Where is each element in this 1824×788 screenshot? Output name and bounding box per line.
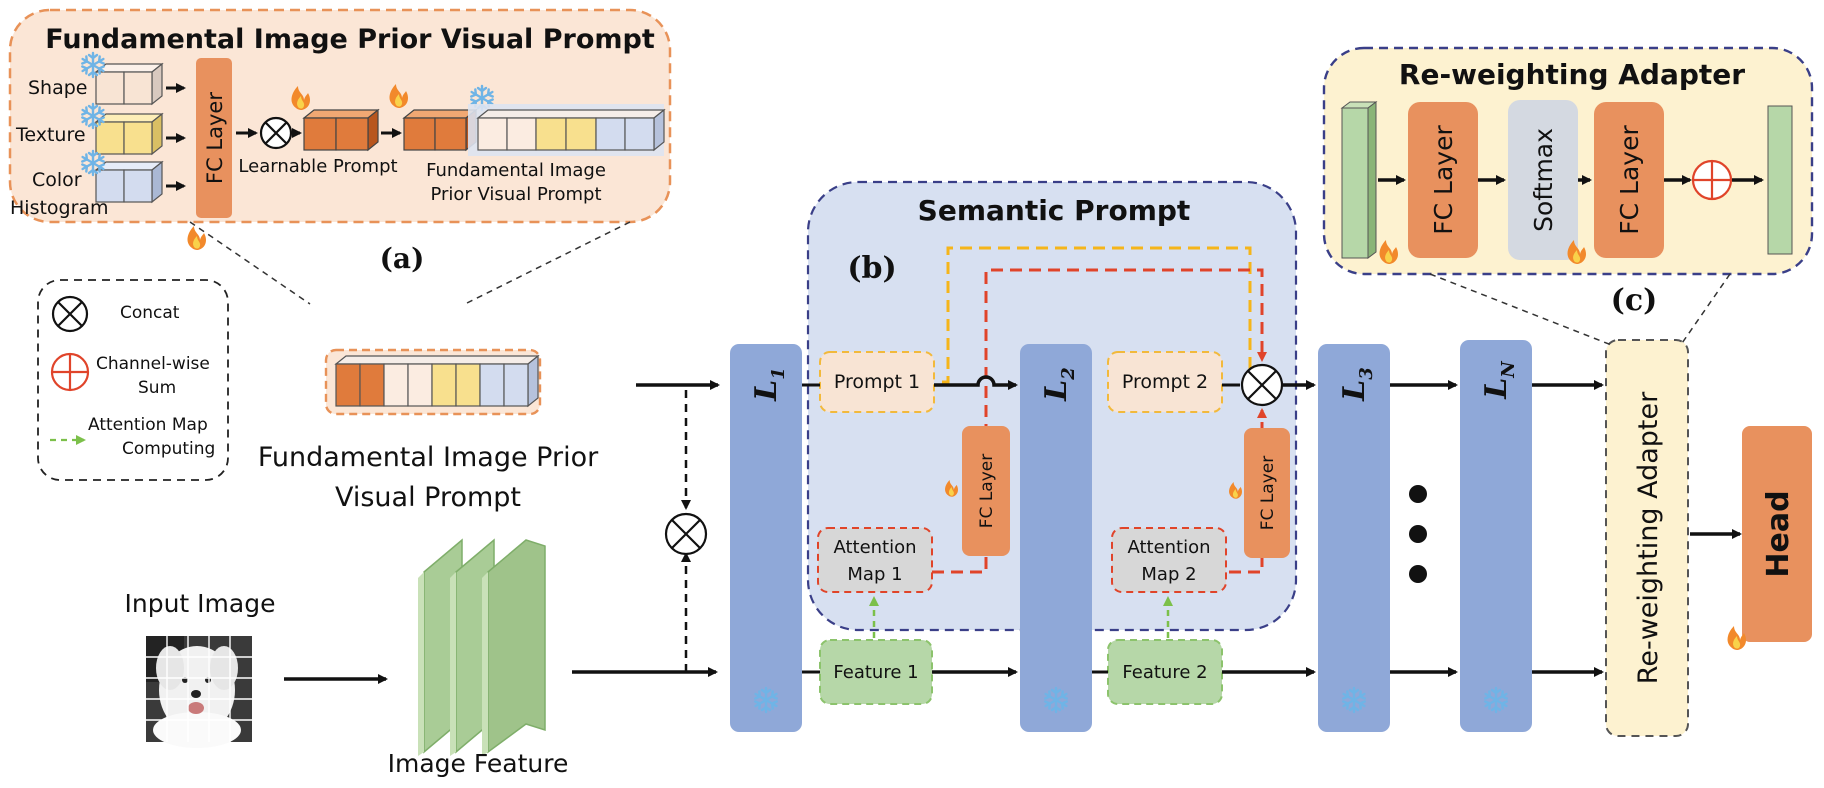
fip-visual-prompt-label-1: Fundamental Image — [426, 160, 606, 181]
learnable-prompt-bar-2 — [402, 108, 478, 152]
panel-b-tag: (b) — [847, 251, 896, 286]
layer-l2-label: L2 — [1039, 367, 1079, 402]
attention-map-2-label-1: Attention — [1127, 537, 1210, 558]
attention-map-1 — [817, 527, 933, 593]
softmax-label: Softmax — [1529, 128, 1558, 232]
layer-l3 — [1318, 344, 1390, 732]
color-histogram-feature-bar — [94, 160, 164, 204]
fc-layer-c2 — [1594, 102, 1664, 258]
reweighting-adapter-label: Re-weighting Adapter — [1633, 391, 1664, 684]
feature-2-label: Feature 2 — [1122, 662, 1207, 683]
fc-layer-c1-label: FC Layer — [1429, 125, 1458, 235]
ellipsis-dot — [1409, 525, 1427, 543]
attention-map-1-label-1: Attention — [833, 537, 916, 558]
learnable-prompt-label: Learnable Prompt — [238, 156, 397, 177]
learnable-prompt-bar — [302, 108, 380, 152]
fc-layer-b1-label: FC Layer — [977, 454, 997, 528]
output-feature-bar-c — [1767, 105, 1793, 255]
svg-text:L2: L2 — [1039, 367, 1079, 402]
svg-text:L1: L1 — [749, 367, 789, 402]
layer-l1 — [730, 344, 802, 732]
layer-l3-label: L3 — [1337, 367, 1377, 402]
attention-map-1-label-2: Map 1 — [847, 564, 902, 585]
fc-layer-b2 — [1244, 428, 1290, 558]
legend-concat-icon — [51, 295, 89, 333]
concat-icon-b — [1240, 363, 1284, 407]
prompt-2-label: Prompt 2 — [1122, 371, 1208, 393]
panel-c-title: Re-weighting Adapter — [1399, 58, 1745, 91]
head-label: Head — [1761, 490, 1796, 577]
channel-sum-icon — [1691, 159, 1733, 201]
legend-box — [37, 279, 229, 481]
fc-layer-a — [196, 58, 232, 218]
input-image-label: Input Image — [125, 589, 276, 618]
input-image — [146, 636, 252, 748]
legend-sum-label-1: Channel-wise — [96, 354, 210, 374]
fip-main-label-2: Visual Prompt — [335, 482, 521, 513]
head-block — [1742, 426, 1812, 642]
texture-feature-bar — [94, 112, 164, 156]
texture-label: Texture — [15, 124, 86, 146]
legend-concat-label: Concat — [120, 303, 180, 323]
ellipsis-dot — [1409, 485, 1427, 503]
legend-attn-label-1: Attention Map — [88, 415, 208, 435]
layer-l1-label: L1 — [749, 367, 789, 402]
layer-ln — [1460, 340, 1532, 732]
fc-layer-c1 — [1408, 102, 1478, 258]
shape-feature-bar — [94, 62, 164, 106]
legend-attn-label-2: Computing — [122, 439, 215, 459]
shape-label: Shape — [28, 77, 88, 99]
image-feature-stack — [418, 538, 546, 756]
prompt-1-label: Prompt 1 — [834, 371, 920, 393]
image-feature-label: Image Feature — [388, 749, 569, 778]
concat-icon-main — [664, 512, 708, 556]
layer-ln-label: LN — [1479, 360, 1519, 400]
ellipsis-dot — [1409, 565, 1427, 583]
histogram-label: Histogram — [10, 197, 109, 219]
panel-c-tag: (c) — [1611, 283, 1658, 318]
color-label: Color — [32, 169, 82, 191]
softmax-block — [1508, 100, 1578, 260]
semantic-prompt-title: Semantic Prompt — [918, 194, 1191, 227]
svg-text:LN: LN — [1479, 360, 1519, 400]
prompt-2-box — [1107, 351, 1223, 413]
fip-visual-prompt-bar-small — [476, 108, 666, 152]
svg-text:L3: L3 — [1337, 367, 1377, 402]
attention-map-2-label-2: Map 2 — [1141, 564, 1196, 585]
fc-layer-c2-label: FC Layer — [1615, 125, 1644, 235]
concat-icon-a — [259, 116, 293, 150]
attention-map-2 — [1111, 527, 1227, 593]
legend-sum-icon — [50, 352, 90, 392]
fip-main-label-1: Fundamental Image Prior — [258, 442, 599, 473]
input-feature-bar-c — [1340, 101, 1378, 259]
feature-1-box — [819, 639, 933, 705]
fc-layer-b2-label: FC Layer — [1258, 456, 1278, 530]
fc-layer-b1 — [962, 426, 1010, 556]
flame-icon — [187, 226, 206, 250]
legend-sum-label-2: Sum — [138, 378, 176, 398]
panel-a-title: Fundamental Image Prior Visual Prompt — [45, 24, 655, 55]
feature-1-label: Feature 1 — [833, 662, 918, 683]
fip-visual-prompt-bar — [334, 354, 540, 408]
fip-visual-prompt-label-2: Prior Visual Prompt — [430, 184, 601, 205]
fc-layer-a-label: FC Layer — [203, 92, 227, 184]
reweighting-adapter-block — [1605, 339, 1689, 737]
layer-l2 — [1020, 344, 1092, 732]
prompt-1-box — [819, 351, 935, 413]
panel-a-tag: (a) — [380, 242, 425, 275]
